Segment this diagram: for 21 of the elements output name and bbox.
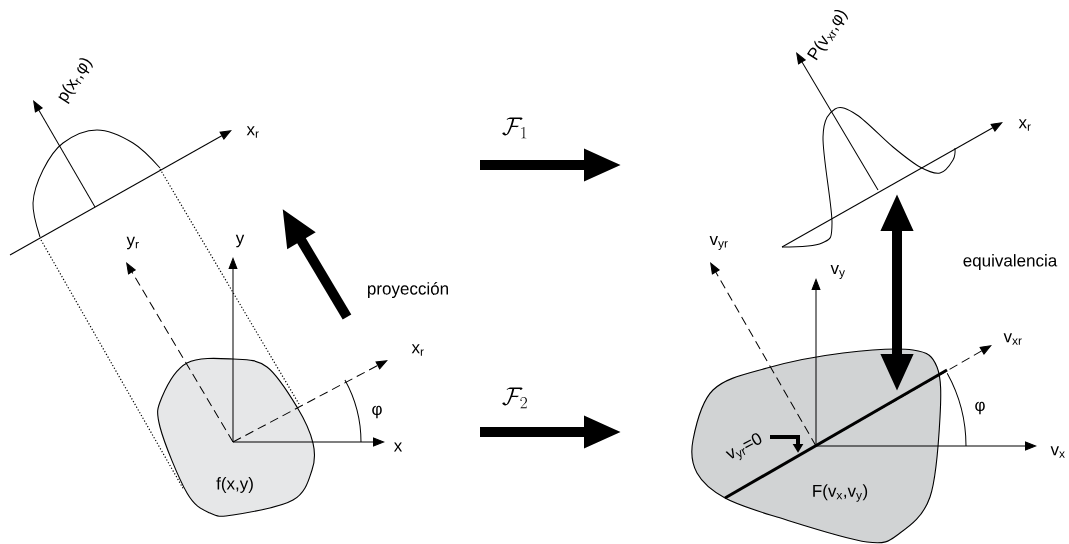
axis-label: v$_{y}$ <box>830 265 845 280</box>
axis-label: x$_{r}$ <box>1018 119 1031 131</box>
axis-label: v$_{yr}$=0 <box>725 433 762 461</box>
projection-line <box>159 168 300 405</box>
axis-label: v$_{xr}$ <box>1003 333 1022 345</box>
axis-label: x$_{r}$ <box>411 344 424 356</box>
angle-label: φ <box>975 401 985 415</box>
axis-label: y$_{r}$ <box>126 236 139 250</box>
axis-label: x$_{r}$ <box>246 126 259 138</box>
edge-label: equivalencia <box>963 254 1058 270</box>
axis-label: y <box>235 234 245 248</box>
axis-label: x <box>393 442 403 452</box>
axis-label: v$_{yr}$ <box>709 236 728 251</box>
arrow-label: proyección <box>368 282 448 299</box>
angle-label: φ <box>372 405 382 419</box>
projection-line <box>40 239 185 491</box>
transform-label: $\mathcal{F}_1$ <box>502 117 527 139</box>
shape-blob: f(x,y) <box>157 357 316 517</box>
transform-label: $\mathcal{F}_2$ <box>502 387 527 409</box>
axis-label: v$_{x}$ <box>1050 446 1065 458</box>
projection-curve: P(v$_{xr}$,φ) <box>781 9 956 248</box>
